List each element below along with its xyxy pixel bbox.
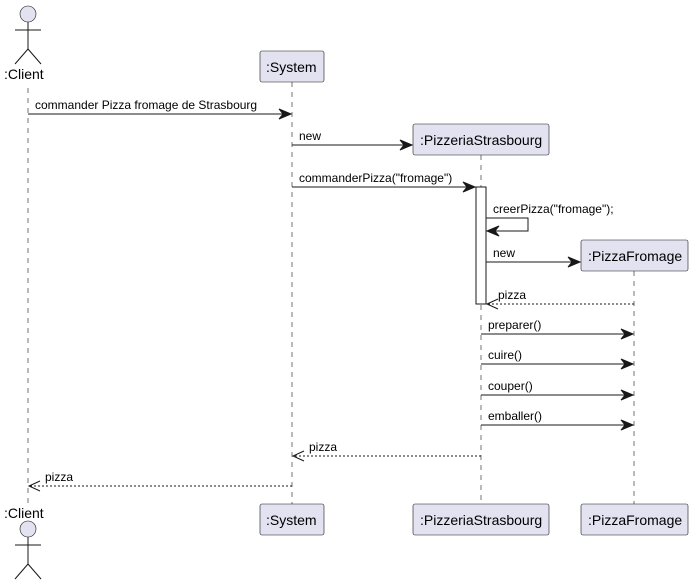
arrowhead-icon [620,419,635,431]
pizza-box-bottom [580,503,689,536]
self-message-arrow [486,217,529,232]
arrowhead-icon [291,450,305,462]
arrowhead-icon [462,181,477,193]
message-label: pizza [498,288,526,302]
system-box-top [259,50,325,83]
actor-head-icon [19,520,37,538]
arrowhead-icon [620,358,635,370]
message-label: couper() [488,379,533,393]
client-actor-top [14,5,42,65]
system-box-bottom [259,503,325,536]
pizza-label-top: :PizzaFromage [588,248,682,264]
message-label: new [493,246,515,260]
message-label: commanderPizza("fromage") [299,171,452,185]
arrowhead-icon [278,108,293,120]
arrowhead-icon [567,256,582,268]
message-label: new [299,129,321,143]
pizza-box-top [580,239,689,272]
system-label-bottom: :System [266,512,317,528]
system-label-top: :System [266,59,317,75]
message-label: emballer() [488,409,542,423]
client-label-bottom: :Client [4,505,44,521]
message-label: commander Pizza fromage de Strasbourg [35,98,257,112]
message-label: creerPizza("fromage"); [493,202,614,216]
arrowhead-icon [620,389,635,401]
arrowhead-icon [485,225,500,237]
client-label-top: :Client [4,66,44,82]
client-actor-bottom [14,520,42,580]
arrowhead-icon [399,139,414,151]
pizza-label-bottom: :PizzaFromage [588,512,682,528]
arrowhead-icon [620,328,635,340]
message-label: cuire() [488,348,522,362]
arrowhead-icon [27,480,41,492]
message-label: pizza [45,470,73,484]
pizzeria-label-top: :PizzeriaStrasbourg [420,132,542,148]
pizzeria-activation [475,186,487,305]
message-label: preparer() [488,318,541,332]
arrowhead-icon [485,298,499,310]
message-label: pizza [309,440,337,454]
actor-head-icon [19,5,37,23]
pizzeria-box-top [412,123,550,156]
pizzeria-label-bottom: :PizzeriaStrasbourg [420,512,542,528]
pizzeria-box-bottom [412,503,550,536]
